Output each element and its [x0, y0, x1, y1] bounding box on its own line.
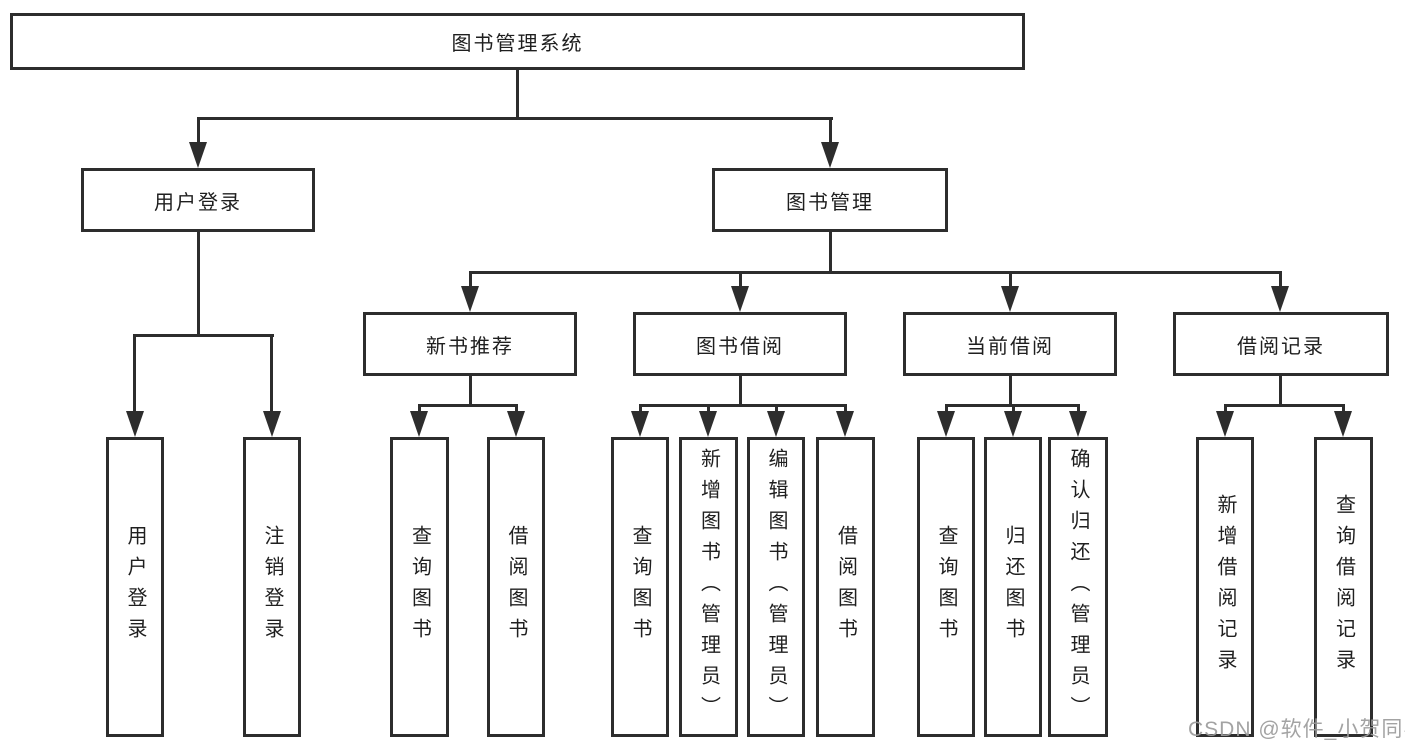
leaf-current-query-book: 查询图书: [917, 437, 975, 737]
leaf-label: 查询图书: [408, 525, 431, 649]
node-root: 图书管理系统: [10, 13, 1025, 70]
node-new-book-recommend: 新书推荐: [363, 312, 577, 376]
leaf-newrec-borrow-book: 借阅图书: [487, 437, 545, 737]
rail-level3: [469, 271, 1282, 274]
leaf-label: 新增图书（管理员）: [697, 447, 720, 727]
node-label: 图书管理: [786, 191, 874, 214]
rail-level2: [197, 117, 833, 120]
leaf-current-return-book: 归还图书: [984, 437, 1042, 737]
arrow-down-icon: [126, 411, 144, 437]
arrow-to-user-login-shaft: [197, 117, 200, 148]
arrow-down-icon: [1334, 411, 1352, 437]
leaf-current-confirm-return-admin: 确认归还（管理员）: [1048, 437, 1108, 737]
arrow-down-icon: [461, 286, 479, 312]
rail-user-login: [133, 334, 274, 337]
arrow-to-current-borrow-shaft: [1009, 271, 1012, 292]
node-label: 借阅记录: [1237, 335, 1325, 358]
connector-book-management-drop: [829, 230, 832, 274]
node-label: 图书管理系统: [451, 33, 584, 55]
node-label: 用户登录: [154, 191, 242, 214]
arrow-down-icon: [1271, 286, 1289, 312]
leaf-logout: 注销登录: [243, 437, 301, 737]
leaf-label: 查询图书: [935, 525, 957, 649]
watermark: CSDN @软件_小贺同学: [1188, 718, 1405, 741]
leaf-record-add-record: 新增借阅记录: [1196, 437, 1254, 737]
arrow-down-icon: [821, 142, 839, 168]
connector-new-book-recommend-drop: [469, 374, 472, 406]
leaf-borrow-edit-book-admin: 编辑图书（管理员）: [747, 437, 805, 737]
node-current-borrow: 当前借阅: [903, 312, 1117, 376]
rail-book-borrow: [639, 404, 847, 407]
leaf-label: 归还图书: [1002, 525, 1024, 649]
arrow-down-icon: [1216, 411, 1234, 437]
leaf-label: 查询借阅记录: [1332, 494, 1355, 680]
arrow-down-icon: [631, 411, 649, 437]
leaf-record-query-record: 查询借阅记录: [1314, 437, 1373, 737]
node-label: 新书推荐: [426, 335, 514, 358]
leaf-label: 借阅图书: [834, 525, 857, 649]
arrow-down-icon: [1004, 411, 1022, 437]
rail-new-book-recommend: [418, 404, 518, 407]
leaf-label: 确认归还（管理员）: [1067, 447, 1089, 727]
leaf-borrow-query-book: 查询图书: [611, 437, 669, 737]
node-user-login: 用户登录: [81, 168, 315, 232]
node-book-management: 图书管理: [712, 168, 948, 232]
leaf-label: 新增借阅记录: [1214, 494, 1236, 680]
arrow-down-icon: [767, 411, 785, 437]
arrow-down-icon: [1001, 286, 1019, 312]
leaf-label: 注销登录: [261, 525, 283, 649]
arrow-to-book-management-shaft: [829, 117, 832, 148]
arrow-down-icon: [937, 411, 955, 437]
node-label: 当前借阅: [966, 335, 1054, 358]
arrow-down-icon: [836, 411, 854, 437]
arrow-down-icon: [410, 411, 428, 437]
arrow-down-icon: [507, 411, 525, 437]
leaf-label: 查询图书: [629, 525, 651, 649]
leaf-label: 用户登录: [124, 525, 146, 649]
arrow-to-leaf-login-shaft: [133, 334, 136, 414]
arrow-to-book-borrow-shaft: [739, 271, 742, 292]
arrow-down-icon: [189, 142, 207, 168]
arrow-to-leaf-logout-shaft: [270, 334, 273, 414]
leaf-borrow-add-book-admin: 新增图书（管理员）: [679, 437, 738, 737]
arrow-down-icon: [699, 411, 717, 437]
connector-user-login-drop: [197, 230, 200, 337]
arrow-down-icon: [1069, 411, 1087, 437]
leaf-label: 编辑图书（管理员）: [765, 447, 787, 727]
leaf-user-login: 用户登录: [106, 437, 164, 737]
connector-current-borrow-drop: [1009, 374, 1012, 406]
connector-borrow-record-drop: [1279, 374, 1282, 406]
node-book-borrow: 图书借阅: [633, 312, 847, 376]
leaf-label: 借阅图书: [505, 525, 527, 649]
arrow-to-borrow-record-shaft: [1279, 271, 1282, 292]
rail-borrow-record: [1224, 404, 1345, 407]
arrow-down-icon: [263, 411, 281, 437]
leaf-newrec-query-book: 查询图书: [390, 437, 449, 737]
node-label: 图书借阅: [696, 335, 784, 358]
connector-book-borrow-drop: [739, 374, 742, 406]
arrow-to-new-book-recommend-shaft: [469, 271, 472, 292]
leaf-borrow-borrow-book: 借阅图书: [816, 437, 875, 737]
arrow-down-icon: [731, 286, 749, 312]
node-borrow-record: 借阅记录: [1173, 312, 1389, 376]
connector-root-drop: [516, 68, 519, 120]
